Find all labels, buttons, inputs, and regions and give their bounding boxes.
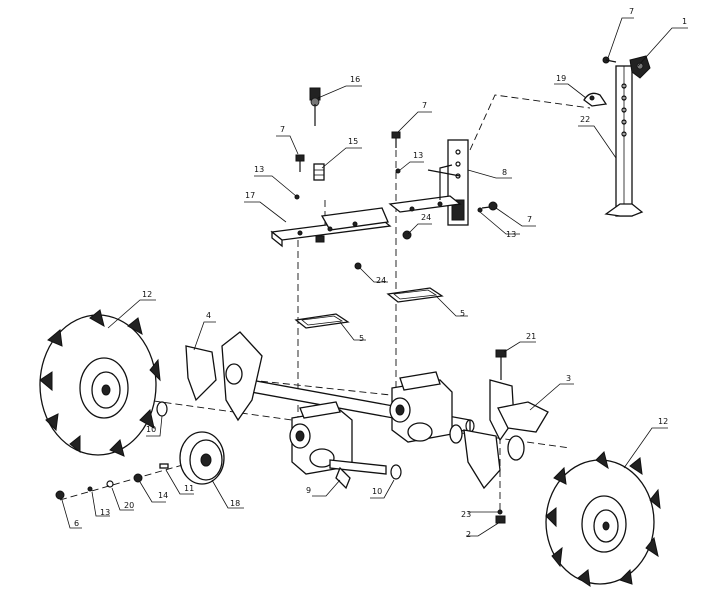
callout-22: 22: [580, 115, 590, 124]
callout-10: 10: [146, 425, 156, 434]
drag-bar-part-22: [604, 65, 644, 217]
bolt-part-7-top: [602, 56, 617, 64]
callout-12: 12: [142, 290, 152, 299]
bolt-part-7-right: [481, 201, 498, 211]
callout-7: 7: [629, 7, 634, 16]
washer-part-20: [106, 480, 114, 488]
nut-part-24-lower: [354, 262, 362, 270]
ring-part-10-right: [390, 464, 402, 480]
callout-23: 23: [461, 510, 471, 519]
bolt-part-21: [495, 349, 507, 380]
callout-13: 13: [506, 230, 516, 239]
callout-19: 19: [556, 74, 566, 83]
gearbox-left: [289, 401, 353, 475]
callout-1: 1: [682, 17, 687, 26]
callouts: 1 7 19 22 16 7 7 15 13 13 8 17 24 13 7 2…: [61, 7, 688, 539]
callout-10: 10: [372, 487, 382, 496]
callout-24: 24: [376, 276, 386, 285]
callout-2: 2: [466, 530, 471, 539]
bracket-part-8: [388, 139, 469, 226]
callout-17: 17: [245, 191, 255, 200]
tine-part-3: [449, 379, 549, 490]
clip-pin-part-19: [583, 92, 608, 107]
wheel-part-12-left: [39, 309, 161, 457]
gasket-part-5-right: [386, 287, 444, 303]
callout-5: 5: [359, 334, 364, 343]
callout-5: 5: [460, 309, 465, 318]
callout-7: 7: [527, 215, 532, 224]
bolt-part-7-bracket: [391, 131, 401, 148]
callout-13: 13: [254, 165, 264, 174]
callout-9: 9: [306, 486, 311, 495]
clip-part-2: [495, 515, 506, 524]
wheel-part-12-right: [545, 451, 661, 588]
gasket-part-5-left: [294, 313, 350, 329]
callout-21: 21: [526, 332, 536, 341]
callout-11: 11: [184, 484, 194, 493]
callout-3: 3: [566, 374, 571, 383]
callout-7: 7: [280, 125, 285, 134]
callout-15: 15: [348, 137, 358, 146]
callout-16: 16: [350, 75, 360, 84]
callout-6: 6: [74, 519, 79, 528]
shaft-part-9: [329, 459, 387, 490]
callout-13: 13: [100, 508, 110, 517]
pin-part-23: [497, 509, 503, 515]
bolt-part-7-center: [295, 154, 305, 172]
callout-4: 4: [206, 311, 211, 320]
ring-part-10-left: [156, 401, 168, 417]
washer-part-13-axle: [87, 486, 93, 492]
callout-8: 8: [502, 168, 507, 177]
washer-part-13-right: [477, 207, 483, 213]
tine-part-4: [185, 331, 263, 422]
callout-7: 7: [422, 101, 427, 110]
callout-18: 18: [230, 499, 240, 508]
callout-14: 14: [158, 491, 168, 500]
washer-part-14: [133, 473, 143, 483]
callout-12: 12: [658, 417, 668, 426]
washer-part-13-bracket: [395, 168, 401, 174]
callout-20: 20: [124, 501, 134, 510]
bolt-part-6: [55, 490, 65, 500]
mounting-plate-part-17: [270, 207, 392, 248]
pulley-part-18: [179, 431, 225, 485]
knob-part-1: [629, 55, 651, 79]
callout-13: 13: [413, 151, 423, 160]
callout-24: 24: [421, 213, 431, 222]
key-part-11: [159, 463, 169, 469]
bolt-part-16: [309, 87, 321, 126]
nut-part-15: [313, 163, 325, 181]
gearbox-right: [389, 371, 453, 443]
